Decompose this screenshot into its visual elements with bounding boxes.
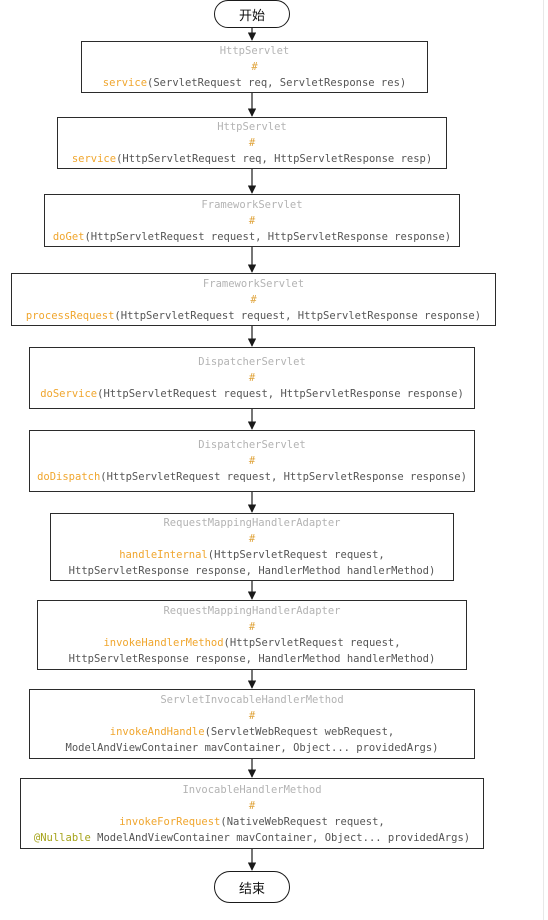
method-params-continued: HttpServletResponse response, HandlerMet…	[68, 565, 436, 577]
method-params: (ServletWebRequest webRequest,	[204, 726, 395, 738]
page-right-border	[543, 0, 544, 920]
flow-step-1: HttpServlet # service(ServletRequest req…	[81, 41, 428, 93]
separator: #	[248, 137, 256, 149]
separator: #	[248, 710, 256, 722]
class-name: FrameworkServlet	[202, 277, 305, 290]
method-params: (HttpServletRequest req, HttpServletResp…	[116, 153, 433, 165]
end-label: 结束	[238, 881, 265, 897]
flow-step-10: InvocableHandlerMethod # invokeForReques…	[20, 778, 484, 849]
method-params-continued: HttpServletResponse response, HandlerMet…	[68, 653, 436, 665]
flow-step-2: HttpServlet # service(HttpServletRequest…	[57, 117, 447, 169]
class-name: RequestMappingHandlerAdapter	[163, 605, 341, 617]
method-name: doGet	[52, 230, 85, 243]
start-node: 开始	[214, 0, 290, 28]
class-name: DispatcherServlet	[198, 356, 306, 368]
method-name: invokeAndHandle	[109, 726, 205, 738]
method-params-continued: ModelAndViewContainer mavContainer, Obje…	[65, 742, 439, 754]
class-name: HttpServlet	[217, 121, 287, 133]
class-name: DispatcherServlet	[198, 439, 306, 451]
method-params: (HttpServletRequest request, HttpServlet…	[100, 471, 467, 483]
separator: #	[251, 61, 258, 73]
method-name: processRequest	[25, 309, 115, 322]
start-label: 开始	[238, 8, 265, 24]
separator: #	[248, 455, 256, 467]
method-name: service	[102, 77, 148, 89]
flow-step-3: FrameworkServlet # doGet(HttpServletRequ…	[44, 194, 460, 247]
method-params: (HttpServletRequest request,	[207, 549, 385, 561]
method-name: invokeHandlerMethod	[103, 637, 224, 649]
method-name: handleInternal	[119, 549, 208, 561]
class-name: HttpServlet	[219, 45, 290, 57]
separator: #	[248, 214, 256, 227]
method-params: (NativeWebRequest request,	[220, 815, 385, 828]
end-node: 结束	[214, 871, 290, 903]
separator: #	[248, 533, 256, 545]
flow-step-5: DispatcherServlet # doService(HttpServle…	[29, 347, 475, 409]
class-name: InvocableHandlerMethod	[182, 783, 322, 796]
flow-step-4: FrameworkServlet # processRequest(HttpSe…	[11, 273, 496, 326]
flow-step-6: DispatcherServlet # doDispatch(HttpServl…	[29, 430, 475, 492]
flow-step-9: ServletInvocableHandlerMethod # invokeAn…	[29, 689, 475, 759]
class-name: FrameworkServlet	[201, 198, 303, 211]
method-params: (HttpServletRequest request, HttpServlet…	[84, 230, 452, 243]
method-name: invokeForRequest	[119, 815, 221, 828]
flow-step-7: RequestMappingHandlerAdapter # handleInt…	[50, 513, 454, 581]
method-params: (HttpServletRequest request,	[223, 637, 401, 649]
method-name: doService	[40, 388, 98, 400]
method-name: doDispatch	[37, 471, 101, 483]
method-params-continued: ModelAndViewContainer mavContainer, Obje…	[90, 831, 471, 844]
class-name: ServletInvocableHandlerMethod	[160, 694, 344, 706]
separator: #	[248, 621, 256, 633]
class-name: RequestMappingHandlerAdapter	[163, 517, 341, 529]
method-params: (HttpServletRequest request, HttpServlet…	[114, 309, 482, 322]
method-params: (ServletRequest req, ServletResponse res…	[147, 77, 407, 89]
method-name: service	[71, 153, 117, 165]
separator: #	[250, 293, 257, 306]
separator: #	[248, 799, 256, 812]
flow-step-8: RequestMappingHandlerAdapter # invokeHan…	[37, 600, 467, 670]
method-params: (HttpServletRequest request, HttpServlet…	[97, 388, 464, 400]
nullable-annotation: @Nullable	[33, 831, 91, 844]
separator: #	[248, 372, 256, 384]
